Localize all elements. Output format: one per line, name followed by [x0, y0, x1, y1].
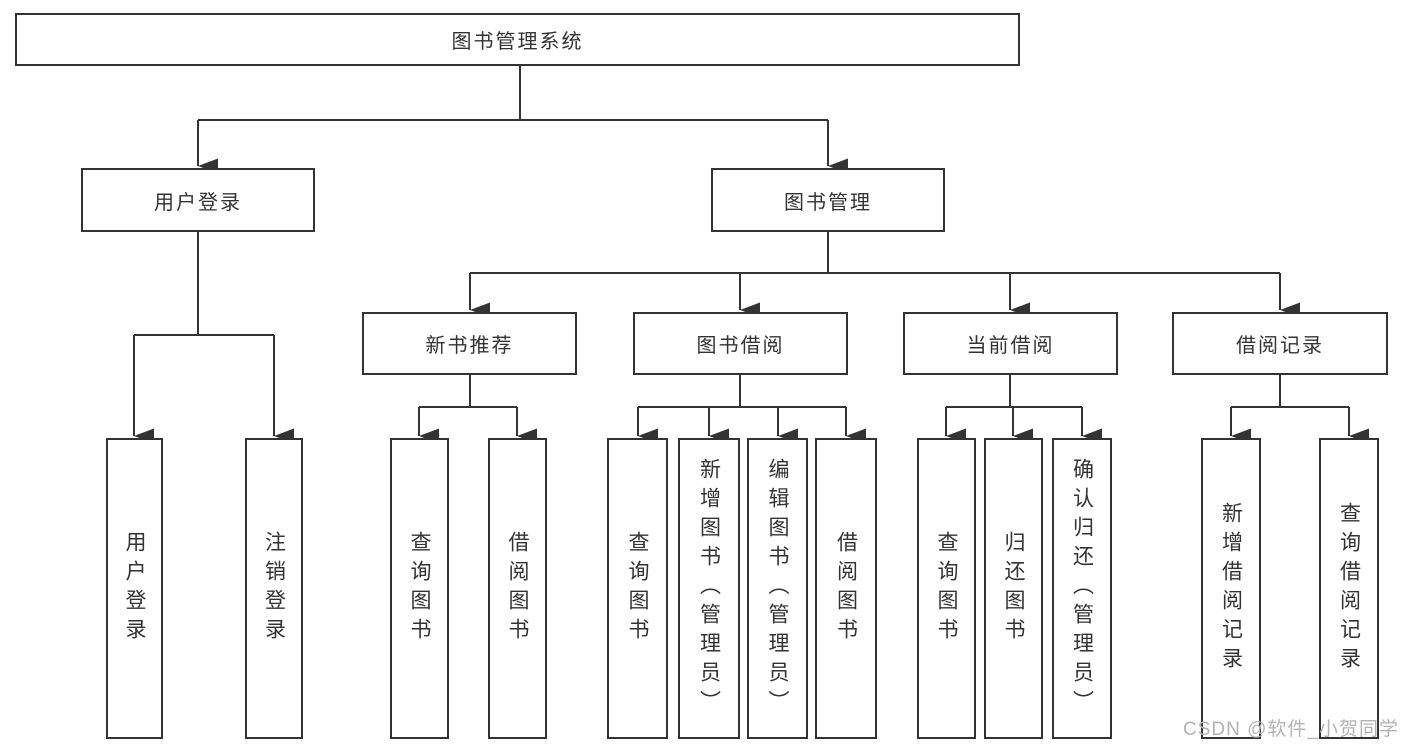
node-leaf-logout: 注销登录: [245, 438, 303, 739]
node-leaf-user-login: 用户登录: [106, 438, 163, 739]
connector-new-book-children: [418, 375, 537, 444]
connector-current-borrow-children: [945, 375, 1102, 444]
node-leaf-query-borrow-record: 查询借阅记录: [1319, 438, 1379, 739]
node-leaf-query-book-current: 查询图书: [917, 438, 976, 739]
node-current-borrow: 当前借阅: [903, 312, 1118, 375]
node-leaf-borrow-book-recommend: 借阅图书: [488, 438, 547, 739]
node-leaf-edit-book-admin: 编辑图书（管理员）: [747, 438, 808, 739]
node-leaf-query-book-recommend: 查询图书: [390, 438, 449, 739]
connector-root-to-level2: [197, 66, 848, 174]
node-leaf-return-book: 归还图书: [984, 438, 1043, 739]
node-leaf-add-borrow-record: 新增借阅记录: [1201, 438, 1261, 739]
node-user-login: 用户登录: [81, 168, 315, 232]
node-leaf-query-book-borrow: 查询图书: [607, 438, 668, 739]
connector-user-login-children: [133, 232, 294, 444]
node-leaf-borrow-book: 借阅图书: [815, 438, 877, 739]
node-leaf-confirm-return-admin: 确认归还（管理员）: [1052, 438, 1112, 739]
node-leaf-add-book-admin: 新增图书（管理员）: [678, 438, 740, 739]
connector-book-mgmt-children: [469, 232, 1300, 318]
node-borrow-record: 借阅记录: [1172, 312, 1388, 375]
connector-borrow-record-children: [1230, 375, 1369, 444]
node-book-borrow: 图书借阅: [633, 312, 848, 375]
connector-book-borrow-children: [637, 375, 866, 444]
node-new-book-recommend: 新书推荐: [362, 312, 577, 375]
csdn-watermark: CSDN @软件_小贺同学: [1183, 719, 1399, 740]
node-root-system: 图书管理系统: [15, 13, 1020, 66]
node-book-management: 图书管理: [711, 168, 945, 232]
